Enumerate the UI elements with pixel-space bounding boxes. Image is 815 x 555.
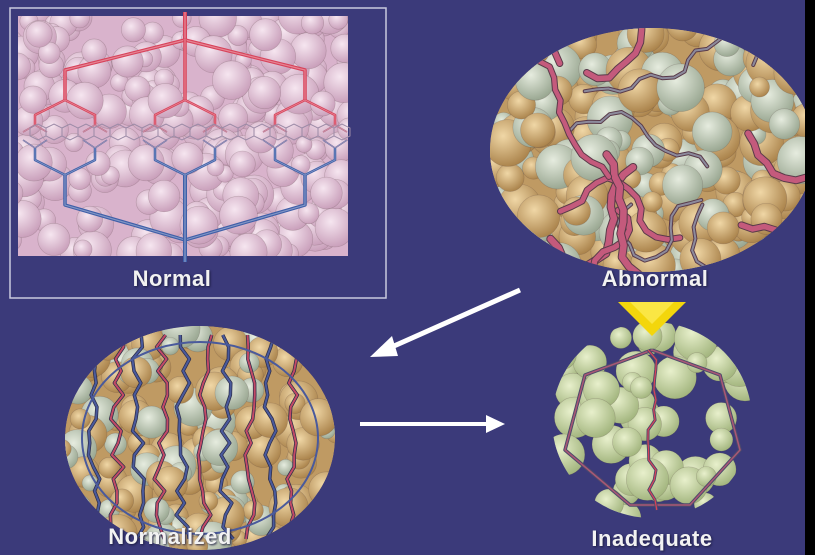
normalized-label: Normalized bbox=[70, 524, 270, 550]
arrow-down-left-icon bbox=[370, 290, 520, 357]
normal-label: Normal bbox=[112, 266, 232, 292]
arrow-right-icon bbox=[360, 415, 505, 433]
inadequate-label: Inadequate bbox=[562, 526, 742, 552]
abnormal-label: Abnormal bbox=[575, 266, 735, 292]
right-border bbox=[805, 0, 815, 555]
